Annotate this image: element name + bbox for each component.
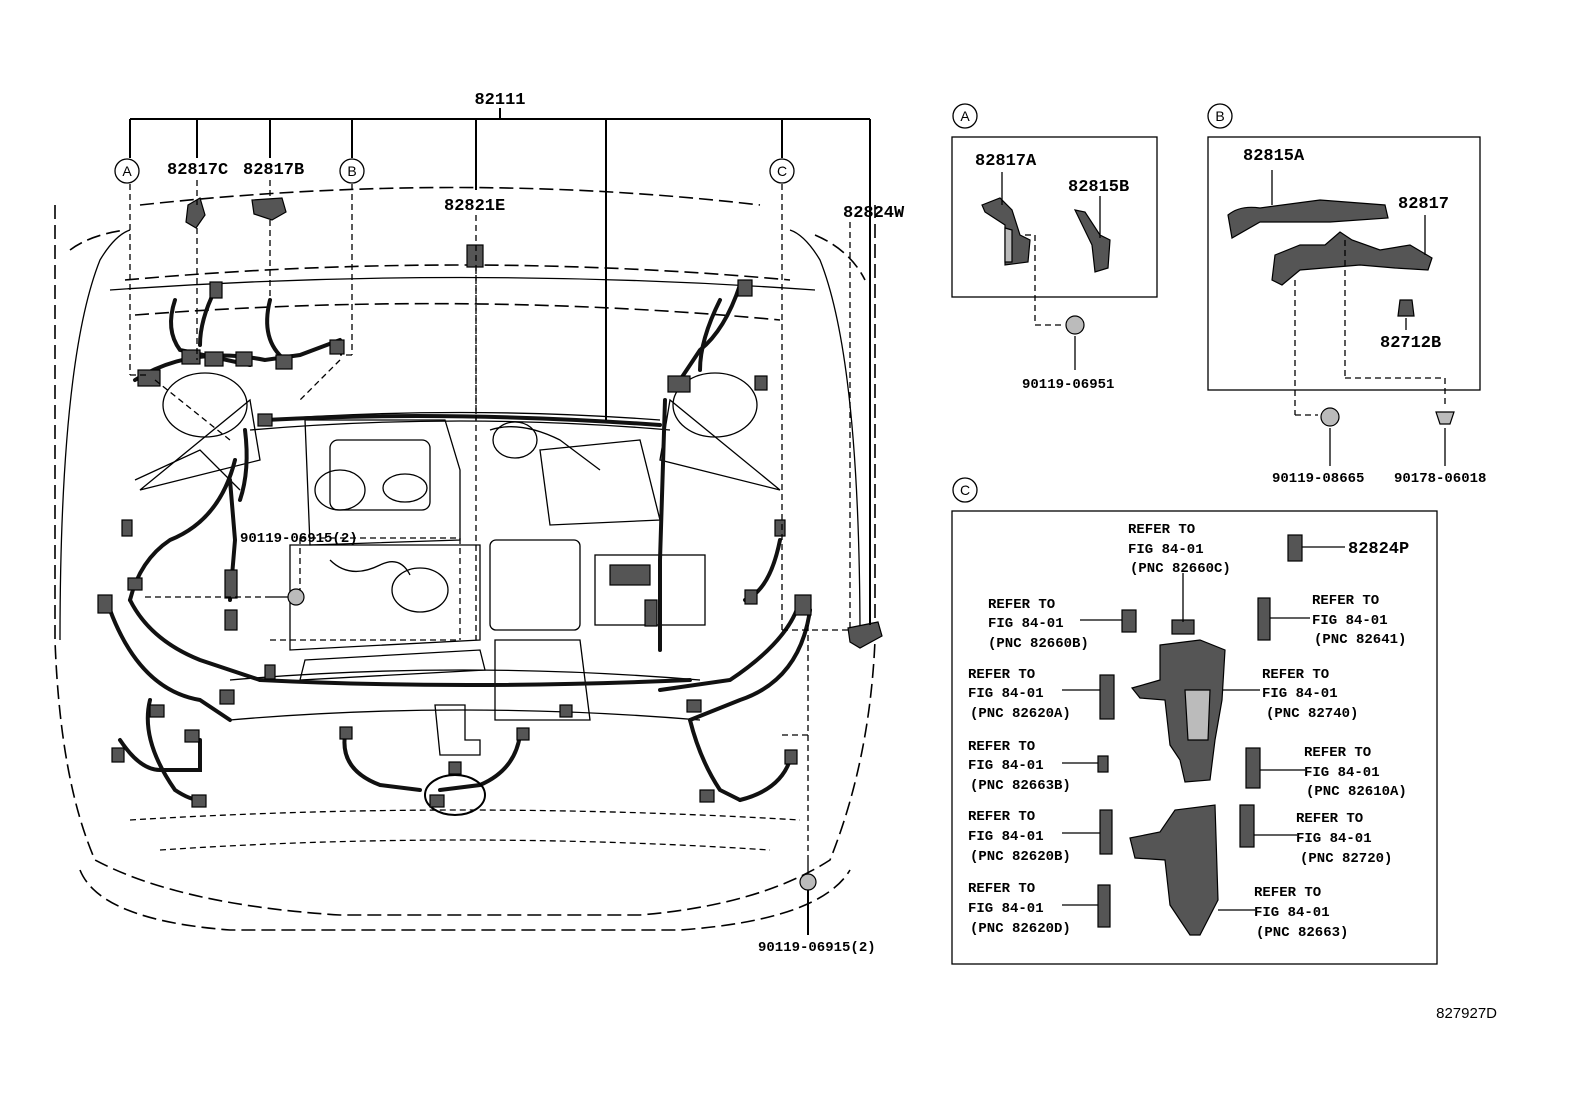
refer-line: REFER TO [1312, 593, 1379, 609]
label-82824w: 82824W [843, 204, 905, 223]
callout-a: A [114, 158, 140, 184]
refer-line: FIG 84-01 [1296, 831, 1372, 847]
refer-line: FIG 84-01 [1304, 765, 1380, 781]
label-82824p: 82824P [1348, 540, 1409, 559]
label-bolt-left: 90119-06915(2) [240, 531, 358, 547]
refer-line: FIG 84-01 [968, 758, 1044, 774]
inset-b [1207, 136, 1481, 466]
label-82817b: 82817B [243, 161, 304, 180]
refer-82663b: REFER TO FIG 84-01 (PNC 82663B) [968, 739, 1071, 794]
inset-a-letter: A [960, 108, 970, 124]
inset-c [951, 510, 1438, 965]
callout-a-letter: A [122, 163, 132, 179]
refer-line: (PNC 82663B) [970, 778, 1071, 794]
inset-c-header: C [952, 477, 978, 503]
label-82111: 82111 [474, 91, 525, 110]
label-82815a: 82815A [1243, 147, 1305, 166]
label-82817a: 82817A [975, 152, 1037, 171]
label-bolt-bottom: 90119-06915(2) [758, 940, 876, 956]
refer-line: FIG 84-01 [988, 616, 1064, 632]
refer-line: REFER TO [988, 597, 1055, 613]
refer-82660b: REFER TO FIG 84-01 (PNC 82660B) [988, 597, 1089, 652]
refer-line: FIG 84-01 [1312, 613, 1388, 629]
label-82817: 82817 [1398, 195, 1449, 214]
refer-line: (PNC 82620A) [970, 706, 1071, 722]
engine-bay-illustration [54, 186, 883, 931]
refer-line: REFER TO [968, 667, 1035, 683]
refer-line: FIG 84-01 [968, 901, 1044, 917]
label-clip-b: 90178-06018 [1394, 471, 1486, 487]
inset-b-letter: B [1215, 108, 1224, 124]
label-82821e: 82821E [444, 197, 505, 216]
refer-line: REFER TO [1296, 811, 1363, 827]
refer-line: FIG 84-01 [1262, 686, 1338, 702]
refer-line: (PNC 82620B) [970, 849, 1071, 865]
inset-c-letter: C [960, 482, 970, 498]
inset-b-header: B [1207, 103, 1233, 129]
refer-line: (PNC 82660B) [988, 636, 1089, 652]
refer-line: REFER TO [1254, 885, 1321, 901]
refer-line: REFER TO [1304, 745, 1371, 761]
label-bolt-b: 90119-08665 [1272, 471, 1364, 487]
refer-line: REFER TO [968, 881, 1035, 897]
refer-line: (PNC 82620D) [970, 921, 1071, 937]
refer-82620a: REFER TO FIG 84-01 (PNC 82620A) [968, 667, 1071, 722]
diagram-id: 827927D [1436, 1005, 1497, 1022]
refer-82663: REFER TO FIG 84-01 (PNC 82663) [1254, 885, 1348, 941]
refer-line: (PNC 82660C) [1130, 561, 1231, 577]
refer-line: REFER TO [1128, 522, 1195, 538]
refer-line: (PNC 82720) [1300, 851, 1392, 867]
callout-c-letter: C [777, 163, 787, 179]
label-bolt-a: 90119-06951 [1022, 377, 1114, 393]
label-82712b: 82712B [1380, 334, 1441, 353]
refer-line: REFER TO [968, 739, 1035, 755]
refer-line: (PNC 82641) [1314, 632, 1406, 648]
callout-b: B [339, 158, 365, 184]
refer-line: (PNC 82610A) [1306, 784, 1407, 800]
callout-b-letter: B [347, 163, 356, 179]
refer-82740: REFER TO FIG 84-01 (PNC 82740) [1262, 667, 1358, 722]
refer-line: FIG 84-01 [1254, 905, 1330, 921]
refer-line: REFER TO [1262, 667, 1329, 683]
inset-a [951, 136, 1158, 370]
refer-line: (PNC 82663) [1256, 925, 1348, 941]
inset-a-header: A [952, 103, 978, 129]
refer-82720: REFER TO FIG 84-01 (PNC 82720) [1296, 811, 1392, 867]
refer-82610a: REFER TO FIG 84-01 (PNC 82610A) [1304, 745, 1407, 800]
callout-c: C [769, 158, 795, 184]
refer-82660c: REFER TO FIG 84-01 (PNC 82660C) [1128, 522, 1231, 577]
refer-line: REFER TO [968, 809, 1035, 825]
label-82815b: 82815B [1068, 178, 1129, 197]
leader-lines [129, 108, 871, 935]
refer-line: FIG 84-01 [1128, 542, 1204, 558]
refer-line: FIG 84-01 [968, 686, 1044, 702]
refer-82620b: REFER TO FIG 84-01 (PNC 82620B) [968, 809, 1071, 865]
refer-line: FIG 84-01 [968, 829, 1044, 845]
refer-82641: REFER TO FIG 84-01 (PNC 82641) [1312, 593, 1406, 648]
label-82817c: 82817C [167, 161, 228, 180]
refer-82620d: REFER TO FIG 84-01 (PNC 82620D) [968, 881, 1071, 937]
refer-line: (PNC 82740) [1266, 706, 1358, 722]
